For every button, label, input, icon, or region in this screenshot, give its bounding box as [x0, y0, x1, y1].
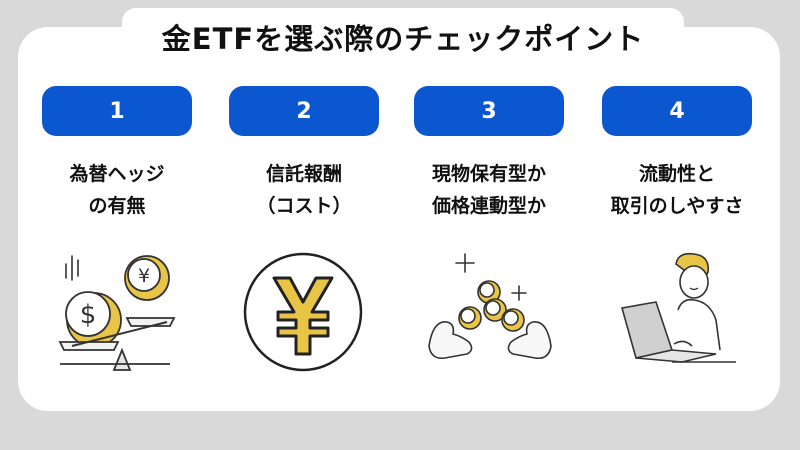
currency-scale-icon: $ ¥	[58, 255, 176, 371]
coins-hands-icon	[428, 253, 552, 360]
yen-coin-icon	[243, 252, 363, 372]
checkpoint-label: 為替ヘッジ の有無	[69, 163, 165, 217]
checkpoint-label: 流動性と 取引のしやすさ	[610, 163, 744, 217]
svg-text:¥: ¥	[138, 265, 150, 287]
number-badge: 3	[414, 86, 564, 136]
number-badge: 1	[42, 86, 192, 136]
number-badge: 2	[229, 86, 379, 136]
person-laptop-icon	[620, 252, 736, 363]
checkpoint-2: 2 信託報酬 （コスト）	[229, 86, 379, 222]
checkpoint-3: 3 現物保有型か 価格連動型か	[414, 86, 564, 222]
checkpoint-label: 信託報酬 （コスト）	[256, 163, 352, 217]
checkpoint-label: 現物保有型か 価格連動型か	[431, 163, 546, 217]
title-tab: 金ETFを選ぶ際のチェックポイント	[122, 8, 684, 66]
svg-text:$: $	[80, 300, 97, 330]
page-title: 金ETFを選ぶ際のチェックポイント	[161, 22, 645, 56]
checkpoint-1: 1 為替ヘッジ の有無	[42, 86, 192, 222]
number-badge: 4	[602, 86, 752, 136]
checkpoint-4: 4 流動性と 取引のしやすさ	[602, 86, 752, 222]
